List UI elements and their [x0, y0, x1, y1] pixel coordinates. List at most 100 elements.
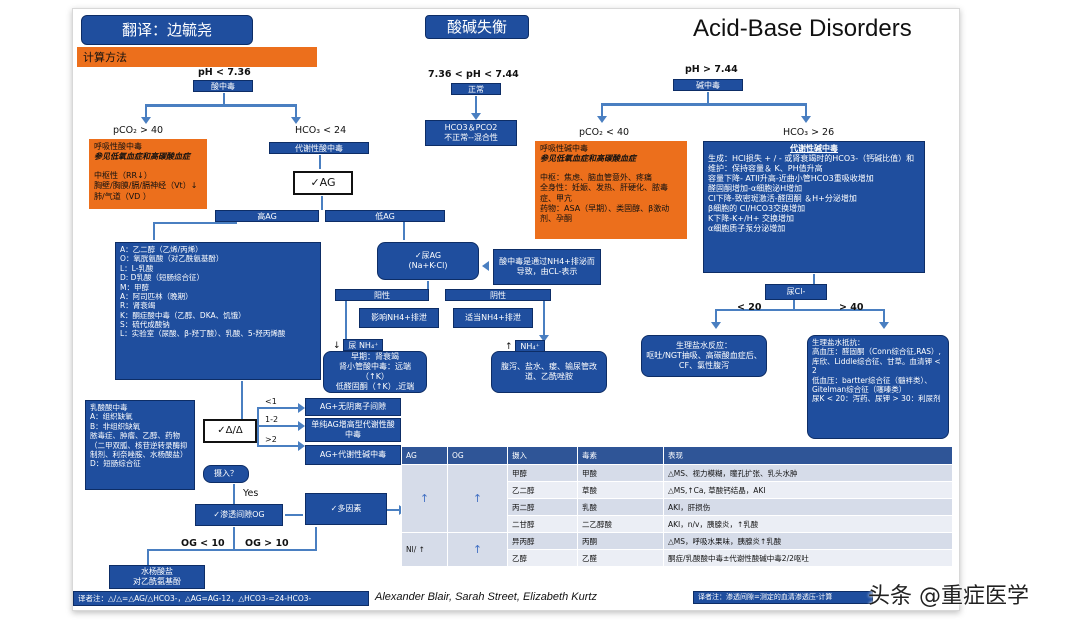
delta-gt2: >2 — [265, 435, 277, 444]
arrow-left — [482, 261, 489, 271]
table-header-toxin: 毒素 — [577, 446, 664, 465]
table-header-intake: 摄入 — [507, 446, 578, 465]
table-cell-ag: ↑ — [401, 464, 448, 533]
table-cell-og: ↑ — [447, 464, 508, 533]
arrow-down — [291, 117, 301, 124]
ag-nonag-box: AG+无阴离子间隙 — [305, 398, 401, 416]
affect-nh4-box: 影响NH4+排泄 — [359, 308, 439, 328]
connector — [707, 92, 709, 104]
nl-up-label: Nl/ ↑ — [406, 545, 425, 554]
connector — [475, 96, 477, 114]
metabolic-alkalosis-box: 代谢性碱中毒 生成：HCl损失 + / - 或肾衰竭时的HCO3-（钙碱比值）和… — [703, 141, 925, 273]
down-nh4-label: ↓ 尿 NH₄⁺ — [333, 339, 384, 351]
connector — [145, 104, 147, 118]
arrow-down — [597, 116, 607, 123]
table-cell-og: ↑ — [447, 532, 508, 567]
resp-alkalosis-ref: 参见低氧血症和高碳酸血症 — [540, 154, 636, 164]
og-lt10-label: OG < 10 — [181, 538, 225, 549]
resp-alkalosis-box: 呼吸性碱中毒 参见低氧血症和高碳酸血症 中枢：焦虑、脑血管意外、疼痛 全身性：妊… — [535, 141, 687, 239]
table-cell-finding: 酮症/乳酸酸中毒±代谢性酸碱中毒2/2呕吐 — [663, 549, 953, 567]
arrow-right — [298, 421, 305, 431]
table-header-og: OG — [447, 446, 508, 465]
connector — [715, 309, 717, 323]
down-arrow-icon: ↓ — [333, 341, 344, 351]
connector — [233, 527, 235, 551]
table-cell-toxin: 丙酮 — [577, 532, 664, 550]
arrow-down — [539, 335, 549, 342]
up-arrow-icon: ↑ — [419, 492, 430, 505]
acid-pco2-label: pCO₂ > 40 — [113, 125, 164, 136]
connector — [233, 484, 235, 504]
resp-alkalosis-item: 中枢：焦虑、脑血管意外、疼痛 — [540, 172, 652, 182]
resp-alkalosis-item: 药物：ASA（早期）、类固醇、β激动剂、孕酮 — [540, 203, 670, 224]
table-cell-toxin: 乳酸 — [577, 498, 664, 516]
table-header-ag: AG — [401, 446, 448, 465]
metabolic-alkalosis-text: 生成：HCl损失 + / - 或肾衰竭时的HCO3-（钙碱比值）和 维护：保持容… — [708, 154, 915, 233]
connector — [813, 274, 815, 284]
table-row: Nl/ ↑ ↑ 异丙醇 丙酮 △MS，呼吸水果味，胰腺炎↑乳酸 — [401, 532, 953, 567]
salicylate-box: 水杨酸盐 对乙酰氨基酚 — [109, 565, 205, 589]
connector — [543, 301, 545, 337]
table-cell-toxin: 乙醛 — [577, 549, 664, 567]
table-row: 乙醇 乙醛 酮症/乳酸酸中毒±代谢性酸碱中毒2/2呕吐 — [402, 549, 953, 567]
delta-delta-box: ✓Δ/Δ — [203, 419, 257, 443]
table-cell-intake: 甲醇 — [507, 464, 578, 482]
proper-nh4-box: 适当NH4+排泄 — [453, 308, 533, 328]
connector — [883, 309, 885, 323]
table-cell-finding: △MS，呼吸水果味，胰腺炎↑乳酸 — [663, 532, 953, 550]
footer-note-right: 译者注：渗透间隙=测定的血清渗透压-计算 — [693, 591, 873, 604]
table-header-row: AG OG 摄入 毒素 表现 — [401, 446, 953, 465]
alkalosis-box: 碱中毒 — [673, 79, 743, 91]
urine-ag-box: ✓尿AG (Na+K-Cl) — [377, 242, 479, 280]
connector — [345, 301, 347, 341]
connector — [601, 103, 603, 117]
table-cell-finding: AKI，n/v，胰腺炎，↑乳酸 — [663, 515, 953, 533]
title-cn-box: 酸碱失衡 — [425, 15, 529, 39]
urine-ag-note: 酸中毒是通过NH4+排泌而导致，由CL-表示 — [493, 249, 601, 285]
mixed-box: HCO3＆PCO2 不正常--混合性 — [425, 120, 517, 146]
alk-pco2-label: pCO₂ < 40 — [579, 127, 630, 138]
slide: 翻译：边毓尧 酸碱失衡 Acid-Base Disorders 计算方法 pH … — [72, 8, 960, 611]
table-row: ↑ ↑ 甲醇 甲酸 △MS、视力模糊，瞳孔扩张、乳头水肿 — [401, 464, 953, 533]
rta-box: 早期：肾衰竭 肾小管酸中毒：远端（↑K） 低醛固酮（↑K）,近端 — [323, 351, 427, 393]
connector — [147, 549, 149, 565]
lactic-acidosis-box: 乳酸酸中毒 A：组织缺氧 B：非组织缺氧 脓毒症、肿瘤、乙醇、药物（二甲双胍、核… — [85, 400, 195, 490]
connector — [223, 93, 225, 105]
up-arrow-icon: ↑ — [505, 342, 516, 352]
ingestion-box: 摄入？ — [203, 465, 249, 483]
connector — [403, 222, 405, 240]
table-header-finding: 表现 — [663, 446, 953, 465]
connector — [387, 509, 401, 511]
connector — [147, 549, 317, 551]
metabolic-alkalosis-title: 代谢性碱中毒 — [790, 144, 838, 153]
connector — [805, 103, 807, 117]
ucl-gt40: > 40 — [839, 302, 864, 313]
table-cell-toxin: 草酸 — [577, 481, 664, 499]
connector — [145, 104, 297, 107]
arrow-down — [141, 117, 151, 124]
urine-cl-box: 尿Cl- — [765, 284, 827, 300]
table-cell-toxin: 二乙醇酸 — [577, 515, 664, 533]
multifactor-box: ✓多因素 — [305, 493, 387, 525]
metabolic-acidosis-box: 代谢性酸中毒 — [269, 142, 369, 154]
table-cell-intake: 丙二醇 — [507, 498, 578, 516]
resp-alkalosis-title: 呼吸性碱中毒 — [540, 144, 588, 153]
arrow-down — [801, 116, 811, 123]
normal-ph-label: 7.36 < pH < 7.44 — [428, 69, 519, 80]
delta-1-2: 1-2 — [265, 415, 279, 424]
arrow-right — [298, 403, 305, 413]
footer-note-left: 译者注：△/△=△AG/△HCO3-，△AG=AG-12，△HCO3-=24-H… — [73, 591, 369, 606]
connector — [257, 445, 299, 447]
table-cell-toxin: 甲酸 — [577, 464, 664, 482]
table-cell-ag: Nl/ ↑ — [401, 532, 448, 567]
og-gt10-label: OG > 10 — [245, 538, 289, 549]
connector — [601, 103, 807, 106]
ag-alk-box: AG+代谢性碱中毒 — [305, 445, 401, 465]
gi-loss-box: 腹泻、盐水、瘘、输尿管改道、乙酰唑胺 — [491, 351, 607, 393]
connector — [153, 222, 237, 224]
title-en: Acid-Base Disorders — [693, 15, 912, 42]
connector — [315, 527, 317, 551]
resp-acidosis-ref: 参见低氧血症和高碳酸血症 — [94, 152, 190, 162]
yes-label: Yes — [243, 488, 259, 499]
normal-box: 正常 — [451, 83, 501, 95]
